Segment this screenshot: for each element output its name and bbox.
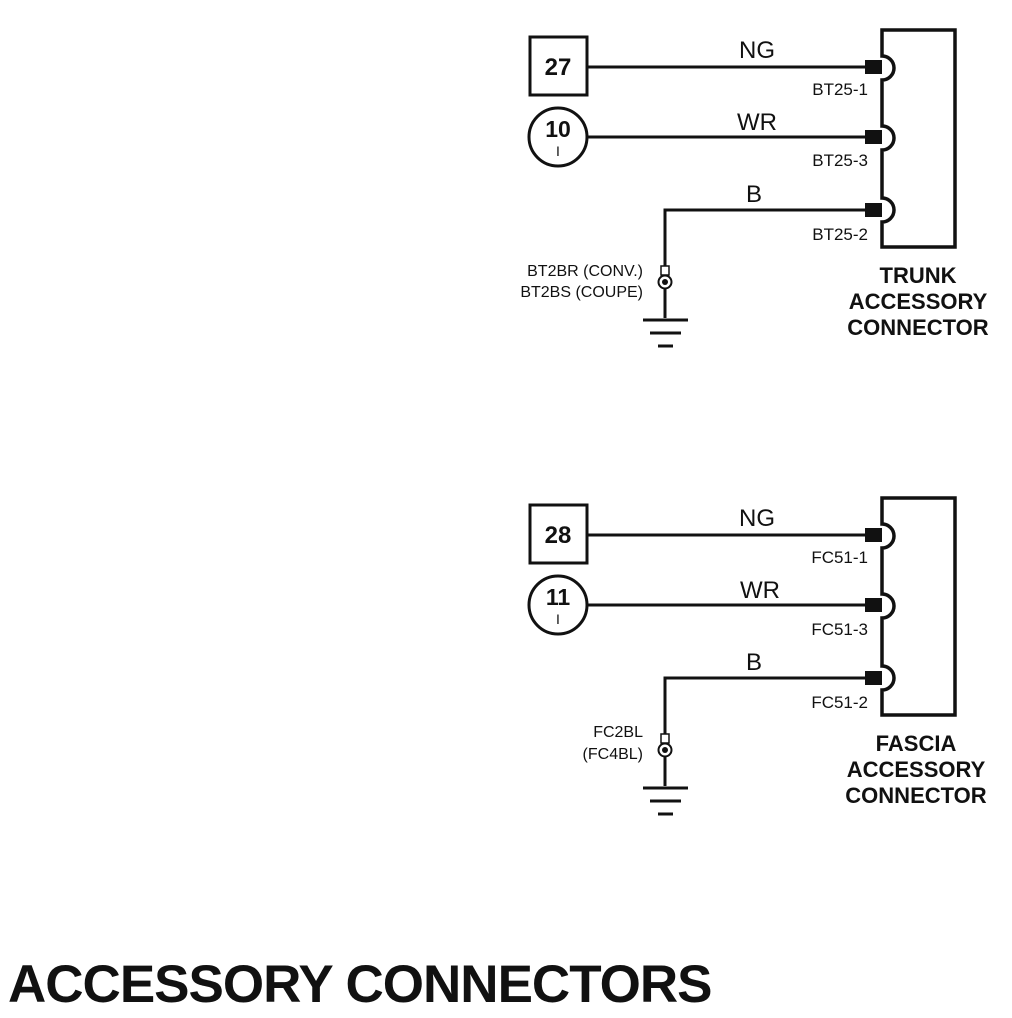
connector-name: ACCESSORY <box>847 757 986 782</box>
connector-name: CONNECTOR <box>847 315 988 340</box>
pin-terminal <box>865 130 882 144</box>
pin-label: FC51-3 <box>811 620 868 639</box>
wire-color-label: NG <box>739 505 775 532</box>
ground-splice <box>657 265 673 318</box>
connector-name: CONNECTOR <box>845 783 986 808</box>
pin-label: FC51-2 <box>811 693 868 712</box>
fascia-connector-body <box>880 496 957 717</box>
wire-color-label: NG <box>739 37 775 64</box>
connector-name: ACCESSORY <box>849 289 988 314</box>
ground-symbol-icon <box>643 318 688 348</box>
splice-label: (FC4BL) <box>583 746 643 763</box>
pin-terminal <box>865 528 882 542</box>
ground-splice <box>657 733 673 786</box>
reference-circle-number: 11 <box>546 584 571 610</box>
wire-color-label: B <box>746 649 762 676</box>
pin-label: BT25-1 <box>812 80 868 99</box>
splice-label: FC2BL <box>593 724 643 741</box>
reference-box-number: 27 <box>545 54 572 81</box>
splice-label: BT2BS (COUPE) <box>520 284 643 301</box>
pin-terminal <box>865 60 882 74</box>
pin-label: FC51-1 <box>811 548 868 567</box>
reference-box-number: 28 <box>545 522 572 549</box>
connector-name: TRUNK <box>880 263 957 288</box>
reference-box-28 <box>528 503 589 565</box>
wire-color-label: WR <box>740 577 780 604</box>
trunk-accessory-diagram: 27 10 I NG WR B BT25-1 BT25-3 BT25-2 <box>520 28 989 348</box>
pin-terminal <box>865 203 882 217</box>
wire-color-label: B <box>746 181 762 208</box>
connector-name: FASCIA <box>876 731 957 756</box>
pin-label: BT25-2 <box>812 225 868 244</box>
page-title: ACCESSORY CONNECTORS <box>8 955 711 1014</box>
wire-b <box>663 676 867 746</box>
wire-b <box>663 208 867 278</box>
reference-circle-sub: I <box>556 611 560 627</box>
trunk-connector-body <box>880 28 957 249</box>
splice-label: BT2BR (CONV.) <box>527 263 643 280</box>
fascia-accessory-diagram: 28 11 I NG WR B FC51-1 FC51-3 FC51-2 FC2… <box>527 496 987 816</box>
ground-symbol-icon <box>643 786 688 816</box>
reference-circle-number: 10 <box>545 116 571 142</box>
pin-terminal <box>865 598 882 612</box>
pin-label: BT25-3 <box>812 151 868 170</box>
pin-terminal <box>865 671 882 685</box>
reference-box-27 <box>528 35 589 97</box>
wire-color-label: WR <box>737 109 777 136</box>
reference-circle-sub: I <box>556 143 560 159</box>
